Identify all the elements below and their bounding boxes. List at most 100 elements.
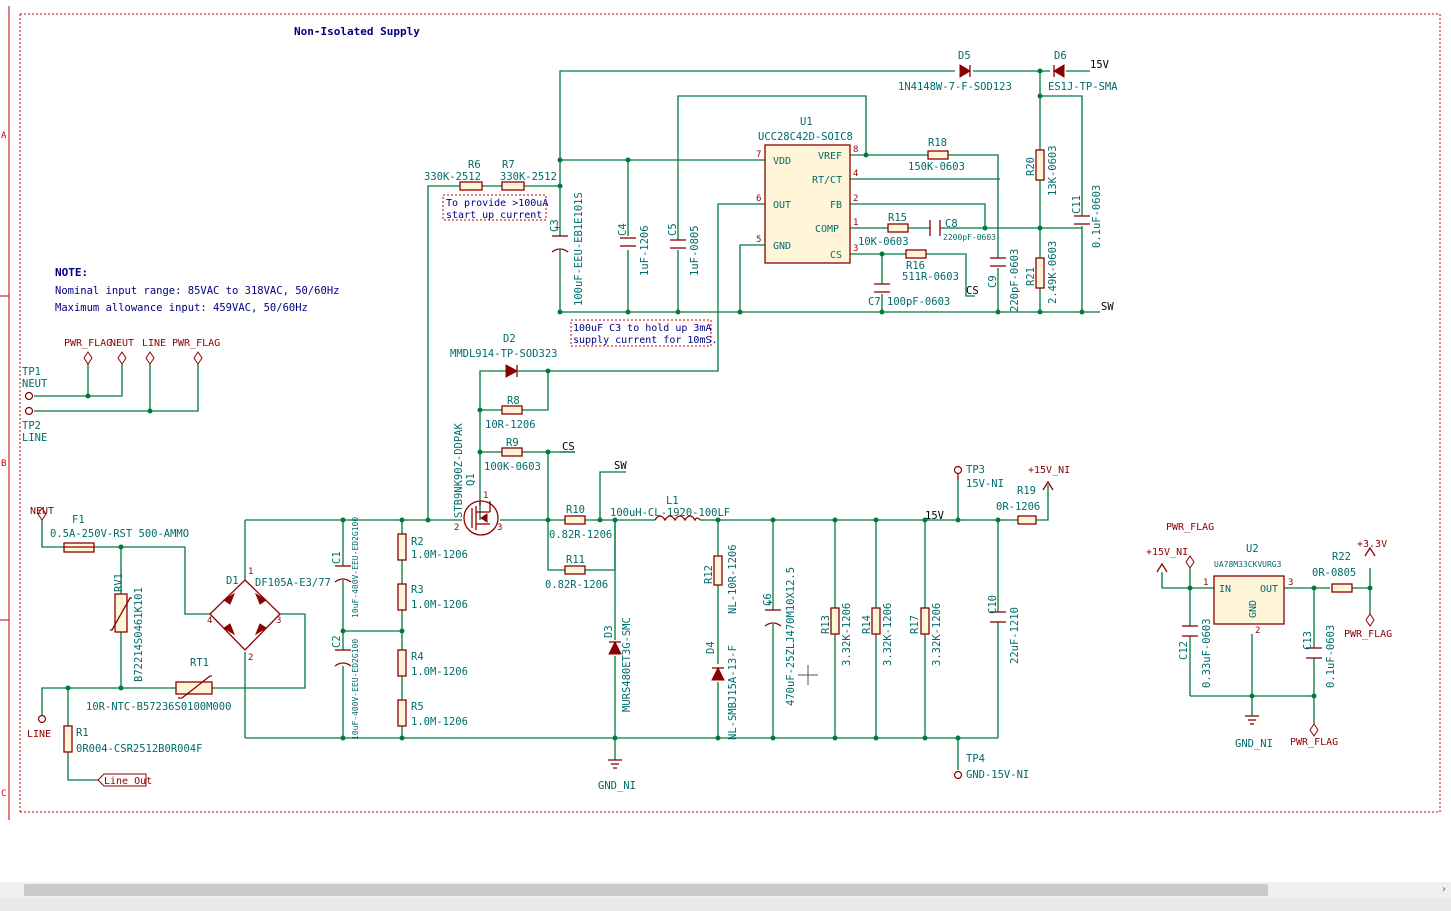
diode-d5[interactable]: D5 1N4148W-7-F-SOD123 — [898, 50, 1012, 93]
q1-pin-2: 2 — [454, 523, 459, 533]
capacitor-c2[interactable]: C2 10uF-400V-EEU-ED2G100 — [331, 635, 360, 740]
power-15v-ni: +15V_NI — [1028, 465, 1070, 491]
net-cs-u1: CS — [966, 285, 979, 297]
u2-pin-in-num: 1 — [1203, 578, 1208, 588]
c13-ref: C13 — [1302, 631, 1314, 650]
inductor-l1[interactable]: L1 100uH-CL-1920-100LF — [610, 495, 730, 522]
test-point-tp4[interactable]: TP4 GND-15V-NI — [953, 753, 1030, 781]
resistor-r15[interactable]: R15 10K-0603 — [858, 212, 909, 248]
resistor-r6[interactable]: R6 330K-2512 — [424, 159, 483, 191]
tp3-ref: TP3 — [966, 464, 985, 476]
capacitor-c5[interactable]: C5 1uF-0805 — [667, 223, 701, 276]
resistor-r19[interactable]: R19 0R-1206 — [996, 485, 1040, 525]
capacitor-c8[interactable]: C8 2200pF-0603 — [929, 218, 996, 242]
d4-ref: D4 — [705, 641, 717, 654]
resistor-r9[interactable]: R9 100K-0603 — [484, 437, 541, 473]
ground-gnd-ni-u2: GND_NI — [1235, 715, 1273, 750]
r21-ref: R21 — [1025, 267, 1037, 286]
svg-text:start up current: start up current — [446, 210, 542, 221]
test-point-tp3[interactable]: TP3 15V-NI — [953, 464, 1004, 490]
horizontal-scrollbar[interactable]: › — [0, 882, 1451, 898]
u1-ref: U1 — [800, 116, 813, 128]
power-flag-u2-out: PWR_FLAG — [1344, 613, 1392, 640]
varistor-rv1[interactable]: RV1 B72214S0461K101 — [110, 573, 145, 682]
u1-pin-fb-num: 2 — [853, 194, 858, 204]
resistor-r8[interactable]: R8 10R-1206 — [485, 395, 536, 431]
thermistor-rt1[interactable]: RT1 10R-NTC-B57236S0100M000 — [86, 657, 231, 713]
resistor-r12[interactable]: R12 NL-10R-1206 — [703, 544, 739, 614]
bridge-rectifier-d1[interactable]: 1 2 3 4 D1 DF105A-E3/77 — [207, 567, 331, 663]
resistor-r11[interactable]: R11 0.82R-1206 — [545, 554, 608, 591]
bridge-pin-2: 2 — [248, 653, 253, 663]
rt1-value: 10R-NTC-B57236S0100M000 — [86, 701, 231, 713]
capacitor-c6[interactable]: + C6 470uF-25ZLJ470M10X12.5 — [762, 567, 797, 706]
resistor-r10[interactable]: R10 0.82R-1206 — [549, 504, 612, 541]
r9-value: 100K-0603 — [484, 461, 541, 473]
tp1-ref: TP1 — [22, 366, 41, 378]
capacitor-c11[interactable]: C11 0.1uF-0603 — [1071, 185, 1103, 248]
capacitor-c7[interactable]: C7 100pF-0603 — [868, 283, 950, 308]
u1-pin-comp-num: 1 — [853, 218, 858, 228]
scroll-right-icon[interactable]: › — [1442, 884, 1446, 895]
resistor-r1[interactable]: R1 0R004-CSR2512B0R004F — [63, 725, 202, 755]
capacitor-c1[interactable]: C1 10uF-400V-EEU-ED2G100 — [331, 517, 360, 618]
capacitor-c10[interactable]: C10 22uF-1210 — [987, 595, 1021, 664]
c1-value: 10uF-400V-EEU-ED2G100 — [351, 517, 360, 618]
note-line-2: Maximum allowance input: 459VAC, 50/60Hz — [55, 302, 308, 314]
fuse-f1[interactable]: F1 0.5A-250V-RST 500-AMMO — [50, 514, 189, 553]
power-flag-u2-in: PWR_FLAG — [1166, 522, 1214, 569]
capacitor-c12[interactable]: C12 0.33uF-0603 — [1178, 618, 1213, 688]
resistor-r3[interactable]: R3 1.0M-1206 — [397, 583, 468, 611]
test-point-tp1[interactable]: TP1 NEUT — [22, 366, 48, 401]
f1-value: 0.5A-250V-RST 500-AMMO — [50, 528, 189, 540]
c9-value: 220pF-0603 — [1009, 249, 1021, 312]
q1-value: STB9NK90Z-DDPAK — [453, 422, 465, 518]
holdup-annotation: 100uF C3 to hold up 3mA supply current f… — [570, 319, 718, 347]
resistor-r21[interactable]: R21 2.49K-0603 — [1025, 241, 1059, 304]
resistor-r7[interactable]: R7 330K-2512 — [500, 159, 557, 191]
diode-d6[interactable]: D6 ES1J-TP-SMA 15V — [1048, 50, 1118, 93]
resistor-r4[interactable]: R4 1.0M-1206 — [397, 649, 468, 678]
c4-ref: C4 — [617, 223, 629, 236]
test-point-tp2[interactable]: TP2 LINE — [22, 406, 47, 445]
resistor-r14[interactable]: R14 3.32K-1206 — [861, 603, 894, 666]
r1-ref: R1 — [76, 727, 89, 739]
u1-pin-rtct: RT/CT — [812, 175, 842, 186]
u1-pin-cs-num: 3 — [853, 244, 858, 254]
regulator-u2[interactable]: U2 UA78M33CKVURG3 1 IN 3 OUT 2 GND — [1203, 543, 1293, 636]
u1-pin-vref: VREF — [818, 151, 842, 162]
resistor-r5[interactable]: R5 1.0M-1206 — [397, 699, 468, 728]
svg-text:+: + — [554, 222, 560, 234]
scrollbar-thumb[interactable] — [24, 884, 1268, 896]
c8-ref: C8 — [945, 218, 958, 230]
mosfet-q1[interactable]: 1 2 3 Q1 STB9NK90Z-DDPAK — [453, 422, 502, 536]
u1-pin-gnd-num: 5 — [756, 235, 761, 245]
capacitor-c3[interactable]: + C3 100uF-EEU-EB1E101S — [549, 192, 585, 306]
diode-d4[interactable]: D4 NL-SMBJ15A-13-F — [705, 641, 739, 740]
d4-value: NL-SMBJ15A-13-F — [727, 645, 739, 740]
u1-controller[interactable]: U1 UCC28C42D-SOIC8 7 VDD 6 OUT 5 GND 8 V… — [756, 116, 858, 264]
resistor-r16[interactable]: R16 511R-0603 — [902, 249, 959, 283]
svg-text:Line_Out: Line_Out — [104, 776, 152, 787]
capacitor-c4[interactable]: C4 1uF-1206 — [617, 223, 651, 276]
junctions — [65, 68, 1373, 741]
net-cs-q1: CS — [562, 441, 575, 453]
r12-ref: R12 — [703, 565, 715, 584]
diode-d2[interactable]: D2 MMDL914-TP-SOD323 — [450, 333, 557, 378]
u2-part: UA78M33CKVURG3 — [1214, 560, 1282, 569]
c1-ref: C1 — [331, 551, 343, 564]
resistor-r2[interactable]: R2 1.0M-1206 — [397, 533, 468, 561]
resistor-r13[interactable]: R13 3.32K-1206 — [820, 603, 853, 666]
resistor-r18[interactable]: R18 150K-0603 — [908, 137, 965, 173]
capacitor-c9[interactable]: C9 220pF-0603 — [987, 249, 1021, 312]
c12-ref: C12 — [1178, 641, 1190, 660]
c3-ref: C3 — [549, 219, 561, 232]
resistor-r22[interactable]: R22 0R-0805 — [1312, 551, 1356, 593]
diode-d3[interactable]: D3 MURS480ET3G-SMC — [603, 617, 633, 712]
d2-value: MMDL914-TP-SOD323 — [450, 348, 557, 360]
capacitor-c13[interactable]: C13 0.1uF-0603 — [1302, 625, 1337, 688]
r16-ref: R16 — [906, 260, 925, 272]
resistor-r17[interactable]: R17 3.32K-1206 — [909, 603, 943, 666]
resistor-r20[interactable]: R20 13K-0603 — [1025, 145, 1059, 196]
